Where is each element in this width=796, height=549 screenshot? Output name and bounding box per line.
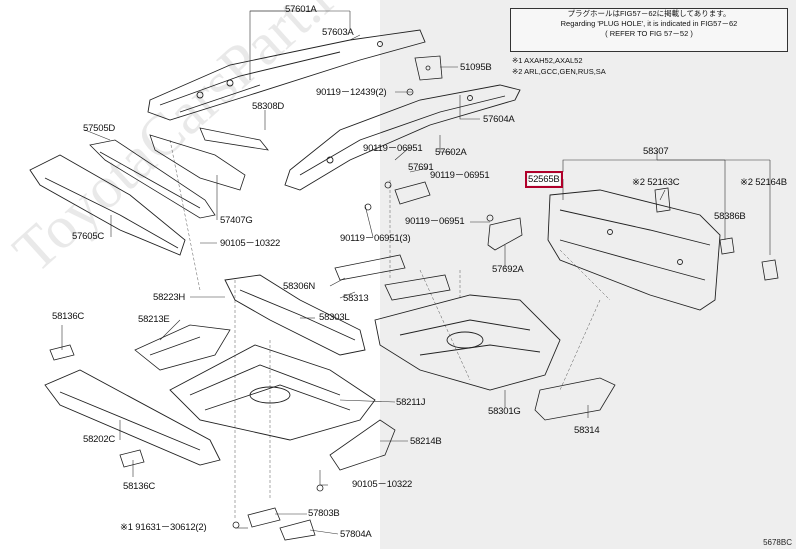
part-label-highlighted[interactable]: 52565B: [525, 171, 563, 188]
part-label[interactable]: 58314: [574, 425, 600, 436]
part-58314: [534, 377, 616, 421]
part-label[interactable]: 90119－06951: [405, 216, 465, 227]
part-label[interactable]: 57505D: [83, 123, 116, 134]
part-57601A: [147, 29, 426, 121]
part-label[interactable]: 57602A: [435, 147, 467, 158]
part-label[interactable]: 58386B: [714, 211, 746, 222]
part-58308D: [149, 127, 269, 191]
note-english-line1: Regarding 'PLUG HOLE', it is indicated i…: [560, 19, 738, 28]
leader-lines: [61, 10, 771, 535]
note-box: プラグホールはFIG57－62に掲載してあります。 Regarding 'PLU…: [510, 8, 788, 52]
part-58214B: [329, 419, 396, 471]
guide-lines: [169, 139, 611, 520]
part-label[interactable]: 58301G: [488, 406, 521, 417]
part-label[interactable]: 90119－12439(2): [316, 87, 387, 98]
part-57604A: [284, 84, 521, 191]
right-panel-background: [380, 0, 796, 549]
part-label[interactable]: 57803B: [308, 508, 340, 519]
part-57803B-57804A: [232, 507, 316, 541]
part-label[interactable]: 58202C: [83, 434, 116, 445]
part-label[interactable]: 57604A: [483, 114, 515, 125]
part-label[interactable]: 51095B: [460, 62, 492, 73]
part-58211J: [169, 344, 376, 441]
figure-number: 5678BC: [763, 538, 792, 547]
part-label[interactable]: 57691: [408, 162, 434, 173]
part-57505D: [89, 139, 216, 219]
part-51095B: [414, 55, 443, 81]
part-58306N-58313: [334, 254, 451, 301]
part-label[interactable]: 90119－06951: [363, 143, 423, 154]
part-58213E: [134, 324, 231, 371]
note-japanese: プラグホールはFIG57－62に掲載してあります。: [567, 9, 731, 18]
part-label[interactable]: ※2 52164B: [740, 177, 787, 188]
part-label[interactable]: 58136C: [52, 311, 85, 322]
part-label[interactable]: 57692A: [492, 264, 524, 275]
part-small-clips: [316, 88, 779, 492]
part-label[interactable]: 90105－10322: [220, 238, 281, 249]
part-label[interactable]: 58313: [343, 293, 369, 304]
part-58136C-pads: [49, 344, 145, 468]
note-english-line2: ( REFER TO FIG 57－52 ): [605, 29, 693, 38]
part-58202C: [44, 369, 221, 466]
part-57605C: [29, 154, 186, 256]
part-label[interactable]: 58303L: [319, 312, 350, 323]
footnote-2: ※2 ARL,GCC,GEN,RUS,SA: [512, 67, 606, 76]
part-label[interactable]: 58308D: [252, 101, 285, 112]
part-label[interactable]: 58306N: [283, 281, 316, 292]
part-label[interactable]: 57601A: [285, 4, 317, 15]
part-label[interactable]: 58307: [643, 146, 669, 157]
part-58303L: [224, 274, 366, 356]
part-label[interactable]: 57407G: [220, 215, 253, 226]
part-label[interactable]: 58211J: [396, 397, 426, 408]
part-label[interactable]: 58213E: [138, 314, 170, 325]
part-label[interactable]: 90119－06951: [430, 170, 490, 181]
part-label[interactable]: 90105－10322: [352, 479, 413, 490]
part-label[interactable]: 58223H: [153, 292, 186, 303]
part-label[interactable]: 58214B: [410, 436, 442, 447]
part-label[interactable]: 57804A: [340, 529, 372, 540]
part-label[interactable]: 90119－06951(3): [340, 233, 411, 244]
part-58301G: [374, 294, 561, 391]
part-58307: [547, 189, 721, 311]
part-label[interactable]: ※2 52163C: [632, 177, 680, 188]
part-label[interactable]: 57605C: [72, 231, 105, 242]
part-brackets-57691-57692A: [364, 181, 523, 251]
part-label[interactable]: ※1 91631－30612(2): [120, 522, 207, 533]
footnote-1: ※1 AXAH52,AXAL52: [512, 56, 583, 65]
part-label[interactable]: 57603A: [322, 27, 354, 38]
part-label[interactable]: 58136C: [123, 481, 156, 492]
